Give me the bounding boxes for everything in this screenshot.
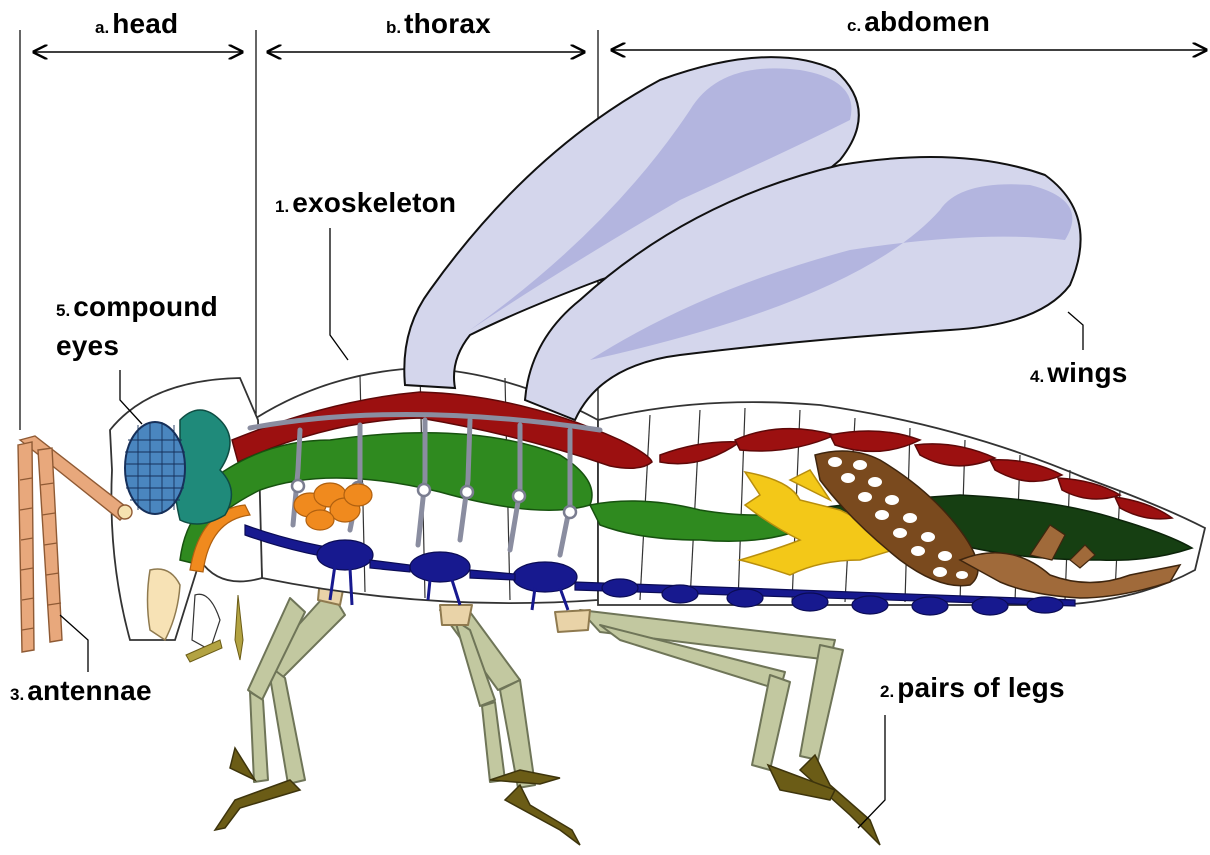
eyes-label-prefix: 5. (56, 301, 70, 320)
section-arrows (34, 50, 1206, 52)
antennae-leader (60, 615, 88, 672)
legs-leader (858, 715, 885, 828)
claws (215, 748, 880, 845)
wings-label-prefix: 4. (1030, 367, 1044, 386)
abdomen-label-prefix: c. (847, 16, 861, 35)
exoskeleton-leader (330, 228, 348, 360)
abdomen-label-text: abdomen (864, 6, 990, 37)
wings (404, 57, 1080, 420)
antennae-label-text: antennae (27, 675, 152, 706)
wings-leader (1068, 312, 1083, 350)
wings-label: 4.wings (1030, 357, 1128, 389)
antennae-label-prefix: 3. (10, 685, 24, 704)
exoskeleton-label: 1.exoskeleton (275, 187, 456, 219)
eyes-label-text: compound eyes (56, 291, 218, 361)
head-label-text: head (112, 8, 178, 39)
exoskeleton-label-text: exoskeleton (292, 187, 456, 218)
legs-label-prefix: 2. (880, 682, 894, 701)
legs-label: 2.pairs of legs (880, 672, 1065, 704)
head-section-label: a.head (95, 8, 178, 40)
compound-eye (125, 422, 185, 514)
head-label-prefix: a. (95, 18, 109, 37)
thorax-label-prefix: b. (386, 18, 401, 37)
thorax-label-text: thorax (404, 8, 491, 39)
exoskeleton-label-prefix: 1. (275, 197, 289, 216)
legs-label-text: pairs of legs (897, 672, 1065, 703)
abdomen-section-label: c.abdomen (847, 6, 990, 38)
antennae-label: 3.antennae (10, 675, 152, 707)
compound-eyes-label: 5.compound eyes (56, 290, 276, 368)
thorax-section-label: b.thorax (386, 8, 491, 40)
legs (248, 578, 843, 788)
mouthparts (148, 569, 244, 662)
wings-label-text: wings (1047, 357, 1127, 388)
